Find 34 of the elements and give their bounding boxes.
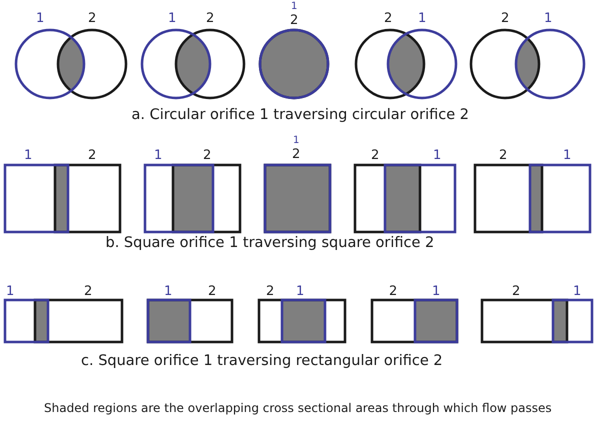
orifice-number: 1	[433, 149, 442, 162]
orifice-number: 1	[432, 285, 440, 298]
orifice-number: 1	[164, 285, 172, 298]
orifice-number: 2	[389, 285, 398, 298]
orifice-number: 1	[6, 285, 14, 298]
orifice-number: 1	[36, 12, 44, 25]
orifice-number: 1	[24, 149, 32, 162]
orifice-number: 2	[501, 12, 510, 25]
orifice-number: 2	[203, 149, 212, 162]
orifice-number: 2	[292, 148, 300, 161]
orifice-number: 2	[208, 285, 216, 298]
orifice-number: 1	[544, 12, 552, 25]
orifice-number: 1	[154, 149, 162, 162]
orifice-number: 1	[296, 285, 304, 298]
orifice-number: 2	[512, 285, 520, 298]
orifice-number: 1	[418, 12, 426, 25]
orifice-number: 2	[384, 12, 392, 25]
orifice-number: 2	[206, 12, 214, 25]
orifice-number: 2	[266, 285, 274, 298]
orifice-number: 1	[573, 285, 582, 298]
orifice-number: 2	[88, 12, 96, 25]
orifice-number: 1	[293, 136, 300, 146]
orifice-number: 1	[291, 2, 298, 12]
figure-caption: b. Square orifice 1 traversing square orifice 2	[106, 236, 434, 250]
figure-caption: c. Square orifice 1 traversing rectangular orifice 2	[81, 354, 443, 368]
orifice-number: 1	[563, 149, 572, 162]
orifice-number: 1	[168, 12, 176, 25]
orifice-number: 2	[84, 285, 92, 298]
orifice-number: 2	[88, 149, 96, 162]
orifice-number: 2	[371, 149, 380, 162]
orifice-number: 2	[290, 14, 298, 27]
orifice-number: 2	[499, 149, 508, 162]
figure-caption: a. Circular orifice 1 traversing circular orifice 2	[132, 108, 469, 122]
note: Shaded regions are the overlapping cross sectional areas through which flow passes	[44, 402, 552, 414]
